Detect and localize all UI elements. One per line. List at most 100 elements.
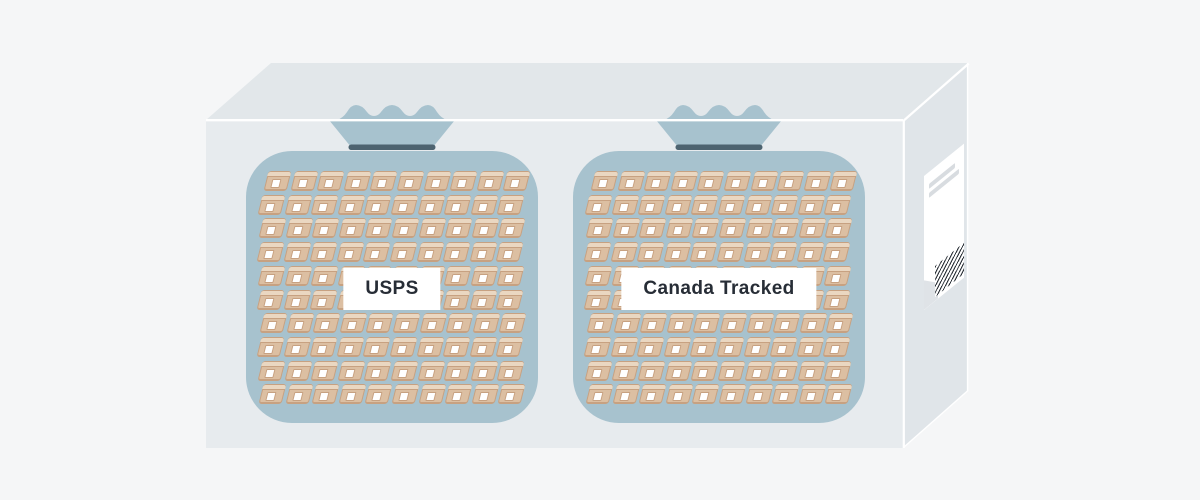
parcel: [442, 289, 471, 310]
parcel: [613, 313, 642, 334]
parcel: [769, 242, 798, 263]
bag-label-plate: USPS: [343, 268, 441, 310]
parcel: [498, 313, 527, 334]
parcel: [284, 194, 313, 215]
parcel: [743, 242, 772, 263]
parcel: [690, 360, 719, 381]
parcel: [823, 265, 852, 286]
parcel: [750, 171, 779, 191]
parcel: [343, 171, 372, 191]
parcel: [417, 194, 446, 215]
parcel: [617, 171, 646, 191]
parcel: [417, 360, 446, 381]
parcel: [723, 171, 752, 191]
parcel: [636, 336, 665, 357]
parcel: [396, 171, 425, 191]
parcel: [495, 289, 524, 310]
parcel: [418, 384, 447, 405]
parcel: [257, 194, 286, 215]
parcel: [256, 289, 285, 310]
parcel: [770, 360, 799, 381]
parcel: [391, 384, 420, 405]
bag-label: Canada Tracked: [643, 278, 795, 299]
parcel: [716, 242, 745, 263]
parcel: [338, 384, 367, 405]
parcel: [470, 360, 499, 381]
parcel: [796, 242, 825, 263]
mailbag-usps: USPS: [246, 151, 538, 423]
parcel: [586, 313, 615, 334]
parcel: [797, 194, 826, 215]
parcel: [312, 313, 341, 334]
parcel: [696, 171, 725, 191]
parcel: [716, 336, 745, 357]
parcel: [797, 360, 826, 381]
parcel: [443, 194, 472, 215]
parcel: [470, 194, 499, 215]
parcel: [423, 171, 452, 191]
parcel: [337, 194, 366, 215]
parcel: [363, 194, 392, 215]
parcel: [283, 242, 312, 263]
parcel: [803, 171, 832, 191]
parcel: [369, 171, 398, 191]
parcel: [824, 384, 853, 405]
parcel: [772, 313, 801, 334]
parcel: [745, 384, 774, 405]
parcel: [495, 242, 524, 263]
parcel: [389, 336, 418, 357]
parcel: [285, 218, 314, 239]
parcel: [418, 218, 447, 239]
parcel: [336, 336, 365, 357]
parcel: [823, 194, 852, 215]
parcel: [283, 289, 312, 310]
mailbag-canada-tracked: Canada Tracked: [573, 151, 865, 423]
parcel: [610, 336, 639, 357]
parcel: [796, 336, 825, 357]
parcel: [663, 336, 692, 357]
parcel: [309, 242, 338, 263]
parcel: [717, 194, 746, 215]
parcel: [443, 265, 472, 286]
parcel: [390, 194, 419, 215]
parcel: [362, 336, 391, 357]
parcel: [311, 384, 340, 405]
parcel: [670, 171, 699, 191]
parcel: [476, 171, 505, 191]
parcel: [285, 384, 314, 405]
parcel: [502, 171, 531, 191]
parcel: [829, 171, 858, 191]
parcel: [822, 289, 851, 310]
parcel: [389, 242, 418, 263]
bag-neck-usps: [329, 105, 455, 150]
parcel: [392, 313, 421, 334]
parcel: [444, 218, 473, 239]
parcel: [664, 360, 693, 381]
parcel: [442, 242, 471, 263]
parcel: [611, 360, 640, 381]
parcel: [610, 242, 639, 263]
parcel: [445, 313, 474, 334]
parcel: [691, 218, 720, 239]
parcel: [690, 194, 719, 215]
parcel: [583, 242, 612, 263]
parcel: [391, 218, 420, 239]
parcel: [471, 218, 500, 239]
bag-label: USPS: [365, 278, 419, 299]
parcel: [585, 218, 614, 239]
parcel: [584, 265, 613, 286]
parcel: [744, 194, 773, 215]
bag-label-plate: Canada Tracked: [621, 268, 817, 310]
parcel: [310, 360, 339, 381]
parcel: [822, 242, 851, 263]
parcel: [290, 171, 319, 191]
parcel: [364, 218, 393, 239]
parcel: [584, 360, 613, 381]
parcel: [665, 218, 694, 239]
parcel: [743, 336, 772, 357]
parcel: [825, 313, 854, 334]
parcel: [472, 313, 501, 334]
parcel: [636, 242, 665, 263]
